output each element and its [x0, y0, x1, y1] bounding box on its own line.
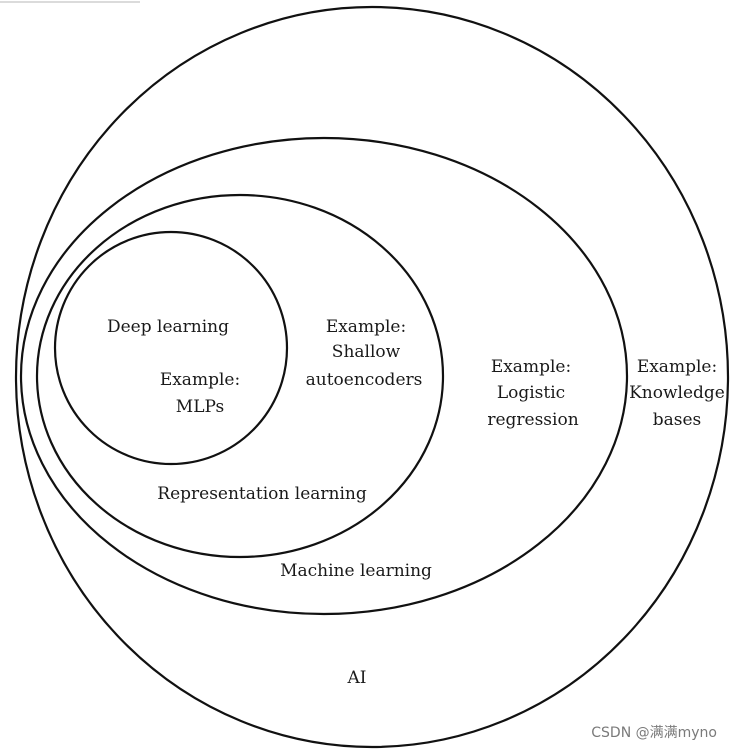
machine-learning-example-line1: Logistic: [497, 383, 565, 403]
machine-learning-title: Machine learning: [280, 561, 432, 581]
deep-learning-example-value: MLPs: [176, 397, 224, 417]
representation-learning-ellipse: [35, 193, 445, 559]
deep-learning-title: Deep learning: [107, 317, 229, 337]
representation-learning-title: Representation learning: [157, 484, 367, 504]
machine-learning-ellipse: [19, 136, 629, 616]
representation-learning-example-label: Example:: [326, 317, 406, 337]
deep-learning-example-label: Example:: [160, 370, 240, 390]
machine-learning-example-label: Example:: [491, 357, 571, 377]
representation-learning-example-line1: Shallow: [332, 342, 401, 362]
watermark-text: CSDN @满满myno: [591, 725, 717, 741]
deep-learning-circle: [53, 230, 289, 466]
representation-learning-example-line2: autoencoders: [306, 370, 423, 390]
ai-example-line1: Knowledge: [629, 383, 725, 403]
ai-circle: [14, 5, 730, 749]
ai-title: AI: [347, 668, 367, 688]
ai-example-line2: bases: [653, 410, 702, 430]
ai-example-label: Example:: [637, 357, 717, 377]
machine-learning-example-line2: regression: [487, 410, 578, 430]
